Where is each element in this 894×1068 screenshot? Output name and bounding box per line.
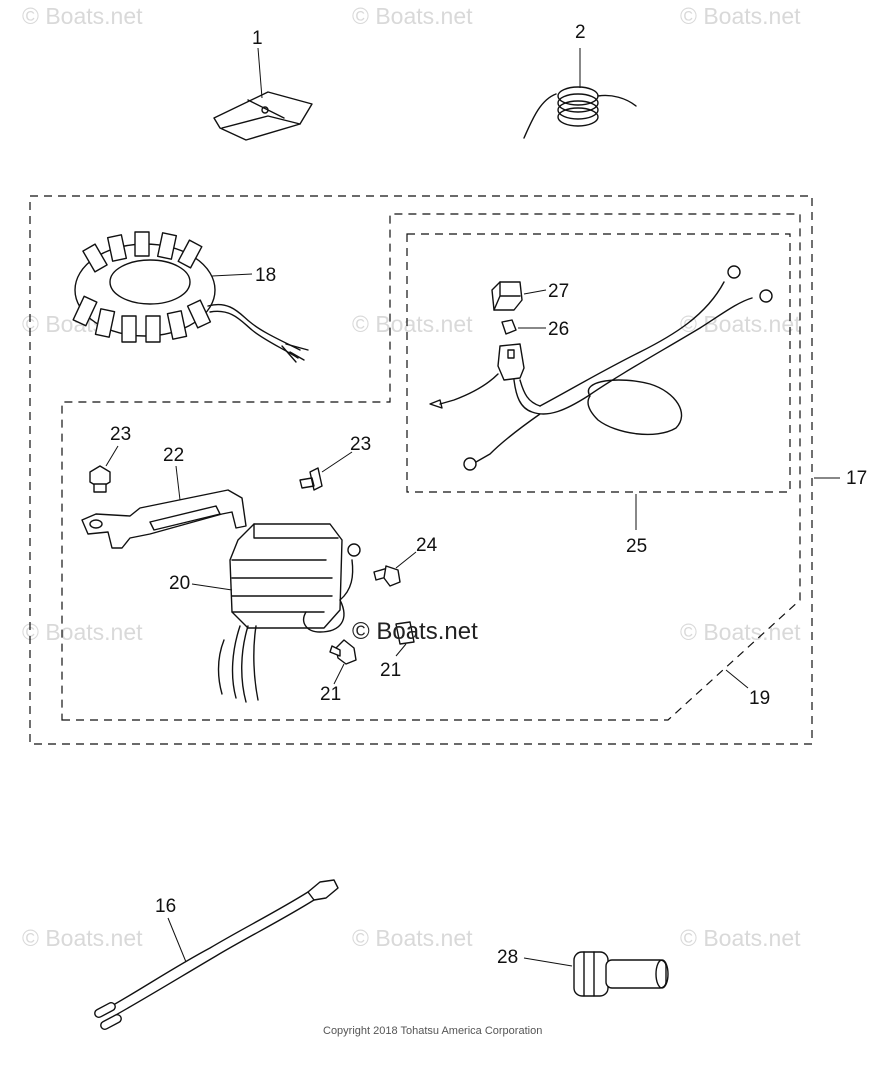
callout-28: 28 — [497, 947, 518, 968]
watermark: © Boats.net — [22, 925, 143, 951]
callout-21-left: 21 — [320, 684, 341, 705]
watermark-center: © Boats.net — [352, 618, 478, 645]
assembly-25-boundary — [406, 233, 791, 493]
part-27-relay — [491, 281, 547, 311]
part-16-lead-wire — [94, 879, 339, 1030]
callouts: 1 2 18 27 26 23 23 22 17 25 24 20 21 21 … — [110, 22, 867, 968]
copyright-text: Copyright 2018 Tohatsu America Corporati… — [323, 1025, 542, 1037]
part-25-harness — [429, 265, 773, 530]
callout-1: 1 — [252, 28, 263, 49]
assembly-19-boundary — [61, 213, 801, 721]
callout-22: 22 — [163, 445, 184, 466]
watermark: © Boats.net — [352, 311, 473, 337]
watermark: © Boats.net — [680, 619, 801, 645]
leader-19 — [725, 669, 749, 689]
part-22-bracket — [81, 465, 247, 549]
part-23-bolt-right — [299, 451, 353, 491]
group-boundaries — [29, 195, 813, 745]
part-1-clip — [213, 47, 313, 141]
callout-17: 17 — [846, 468, 867, 489]
part-28-grommet — [523, 951, 669, 997]
part-23-bolt-left — [89, 445, 119, 493]
assembly-17-boundary — [29, 195, 813, 745]
callout-23-left: 23 — [110, 424, 131, 445]
watermark: © Boats.net — [22, 619, 143, 645]
part-18-stator — [72, 231, 309, 363]
callout-21-right: 21 — [380, 660, 401, 681]
callout-2: 2 — [575, 22, 586, 43]
watermark: © Boats.net — [352, 3, 473, 29]
watermark: © Boats.net — [680, 3, 801, 29]
watermark: © Boats.net — [680, 311, 801, 337]
callout-26: 26 — [548, 319, 569, 340]
part-21-bolt-right — [395, 621, 415, 657]
callout-19: 19 — [749, 688, 770, 709]
part-26-fuse — [501, 319, 546, 335]
part-2-coil-wire — [523, 48, 637, 139]
callout-18: 18 — [255, 265, 276, 286]
watermark: © Boats.net — [352, 925, 473, 951]
callout-25: 25 — [626, 536, 647, 557]
part-24-bolt — [373, 551, 417, 587]
watermarks: © Boats.net © Boats.net © Boats.net © Bo… — [22, 3, 801, 951]
stator-teeth — [72, 231, 212, 343]
callout-23-right: 23 — [350, 434, 371, 455]
watermark: © Boats.net — [22, 3, 143, 29]
part-21-bolt-left — [329, 639, 357, 685]
callout-16: 16 — [155, 896, 176, 917]
watermark: © Boats.net — [680, 925, 801, 951]
callout-24: 24 — [416, 535, 438, 556]
callout-20: 20 — [169, 573, 190, 594]
callout-27: 27 — [548, 281, 569, 302]
part-20-regulator — [191, 523, 361, 703]
